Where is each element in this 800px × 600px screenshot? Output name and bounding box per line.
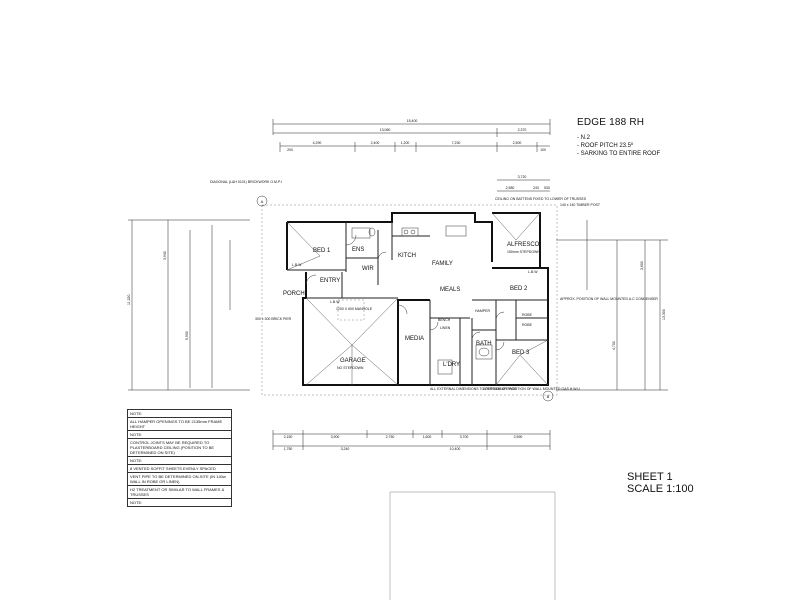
note-line: 8 VENTED SOFFIT SHEETS EVENLY SPACED (128, 465, 231, 473)
garage-stepdown: NO STEPDOWN (337, 366, 364, 370)
dim-bottom-0: 2,150 (284, 435, 293, 439)
dim-right-b: 4,700 (612, 341, 616, 350)
room-wir: WIR (362, 266, 374, 272)
title-block: EDGE 188 RH - N.2 - ROOF PITCH 23.5º - S… (577, 117, 717, 158)
room-ldry: L'DRY (443, 362, 460, 368)
room-media: MEDIA (405, 336, 424, 342)
note-line: NOTE: (130, 500, 143, 505)
note-line: NOTE: (128, 457, 231, 465)
dim-alf-sub-2: 530 (544, 186, 550, 190)
dim-alf-sub-0: 2,580 (506, 186, 515, 190)
room-robe1: ROBE (522, 313, 533, 317)
plan-title: EDGE 188 RH (577, 117, 645, 128)
label-ac-condenser: APPROX. POSITION OF WALL MOUNTED A.C CON… (560, 297, 658, 301)
dim-bottom-r2-1: 3,240 (341, 447, 350, 451)
room-garage: GARAGE (340, 358, 366, 364)
note-line: NOTE: (128, 410, 231, 418)
room-entry: ENTRY (320, 278, 340, 284)
notes-box: NOTE: ALL HAMPER OPENINGS TO BE 2135mm F… (127, 409, 232, 507)
dim-right-a: 3,600 (640, 261, 644, 270)
label-diagonal: DIAGONAL (L&H 0101) BRICKWORK O.M.P.I (210, 180, 282, 184)
room-bed2: BED 2 (510, 286, 528, 292)
label-ceiling-note: CEILING ON BATTENS FIXED TO LOWER OF TRU… (495, 197, 587, 201)
note-line: NOTE: (128, 431, 231, 439)
scale-label: SCALE 1:100 (627, 483, 694, 495)
label-manhole: 1200 X 600 MANHOLE (336, 307, 373, 311)
note-line: CONTROL JOINTS MAY BE REQUIRED TO PLASTE… (128, 439, 231, 457)
room-alfresco: ALFRESCO (507, 242, 540, 248)
dim-top-row-0: 4,290 (313, 141, 322, 145)
note-line: VENT PIPE TO BE DETERMINED ON-SITE (IN 1… (128, 473, 231, 486)
plan-note-line: - SARKING TO ENTIRE ROOF (577, 151, 661, 157)
label-timber-post: 140 x 140 TIMBER POST (560, 203, 601, 207)
dim-top-overall: 15,400 (407, 119, 418, 123)
room-bed1: BED 1 (313, 248, 331, 254)
dim-right-overall: 13,300 (662, 309, 666, 320)
dim-top-b: 2,370 (518, 128, 527, 132)
label-hws: APPROXIMATE POSITION OF WALL MOUNTED GAS… (483, 387, 580, 391)
room-linen: LINEN (440, 326, 451, 330)
room-family: FAMILY (432, 261, 453, 267)
note-line: H2 TREATMENT OR SIMILAR TO WALL FRAMES &… (128, 486, 231, 499)
room-bath: BATH (476, 341, 492, 347)
room-meals: MEALS (440, 287, 460, 293)
dim-top-row-3: 7,230 (452, 141, 461, 145)
dim-bottom-2: 2,750 (386, 435, 395, 439)
room-bench: BENCH (438, 318, 451, 322)
label-lbw3: L.B.W (528, 270, 538, 274)
dim-top-row-2: 1,200 (401, 141, 410, 145)
label-dims-outside: ALL EXTERNAL DIMENSIONS TO OUTSIDE OF FA… (430, 387, 517, 391)
dim-bottom-r2-2: 10,400 (450, 447, 461, 451)
sheet-label: SHEET 1 (627, 471, 673, 483)
dim-bottom-1: 3,900 (331, 435, 340, 439)
dim-left-a: 3,940 (163, 251, 167, 260)
dim-top-row-4: 2,500 (513, 141, 522, 145)
room-kitch: KITCH (398, 253, 416, 259)
room-hamper: HAMPER (475, 309, 490, 313)
room-ens: ENS (352, 247, 364, 253)
sheet-info: SHEET 1 SCALE 1:100 (627, 471, 694, 495)
plan-note-line: - N.2 (577, 135, 591, 141)
alfresco-stepdown: 150mm STEPDOWN (507, 250, 540, 254)
plan-notes: - N.2 - ROOF PITCH 23.5º - SARKING TO EN… (577, 134, 717, 158)
dim-left-overall: 11,220 (127, 295, 131, 305)
dim-top-row-6: 100 (540, 148, 546, 152)
room-robe2: ROBE (522, 323, 533, 327)
dim-left-b: 5,900 (185, 331, 189, 340)
marker-b: B (547, 394, 550, 399)
room-bed3: BED 3 (512, 350, 530, 356)
label-lbw1: L.B.W (292, 263, 302, 267)
plan-note-line: - ROOF PITCH 23.5º (577, 143, 634, 149)
dim-top-row-5: 200 (287, 148, 293, 152)
label-lbw2: L.B.W (330, 300, 340, 304)
marker-a: A (261, 199, 264, 204)
dim-alf-top: 3,720 (518, 175, 527, 179)
dim-top-a: 13,060 (380, 128, 391, 132)
room-porch: PORCH (283, 291, 305, 297)
dim-bottom-5: 2,590 (514, 435, 523, 439)
dim-bottom-4: 3,700 (460, 435, 469, 439)
dim-bottom-r2-0: 1,750 (284, 447, 293, 451)
note-line: ALL HAMPER OPENINGS TO BE 2135mm FRAME H… (128, 418, 231, 431)
dim-bottom-3: 1,600 (423, 435, 432, 439)
dim-top-row-1: 2,400 (371, 141, 380, 145)
dim-alf-sub-1: 240 (533, 186, 539, 190)
label-brick-pier: 300 x 300 BRICK PIER (255, 317, 292, 321)
